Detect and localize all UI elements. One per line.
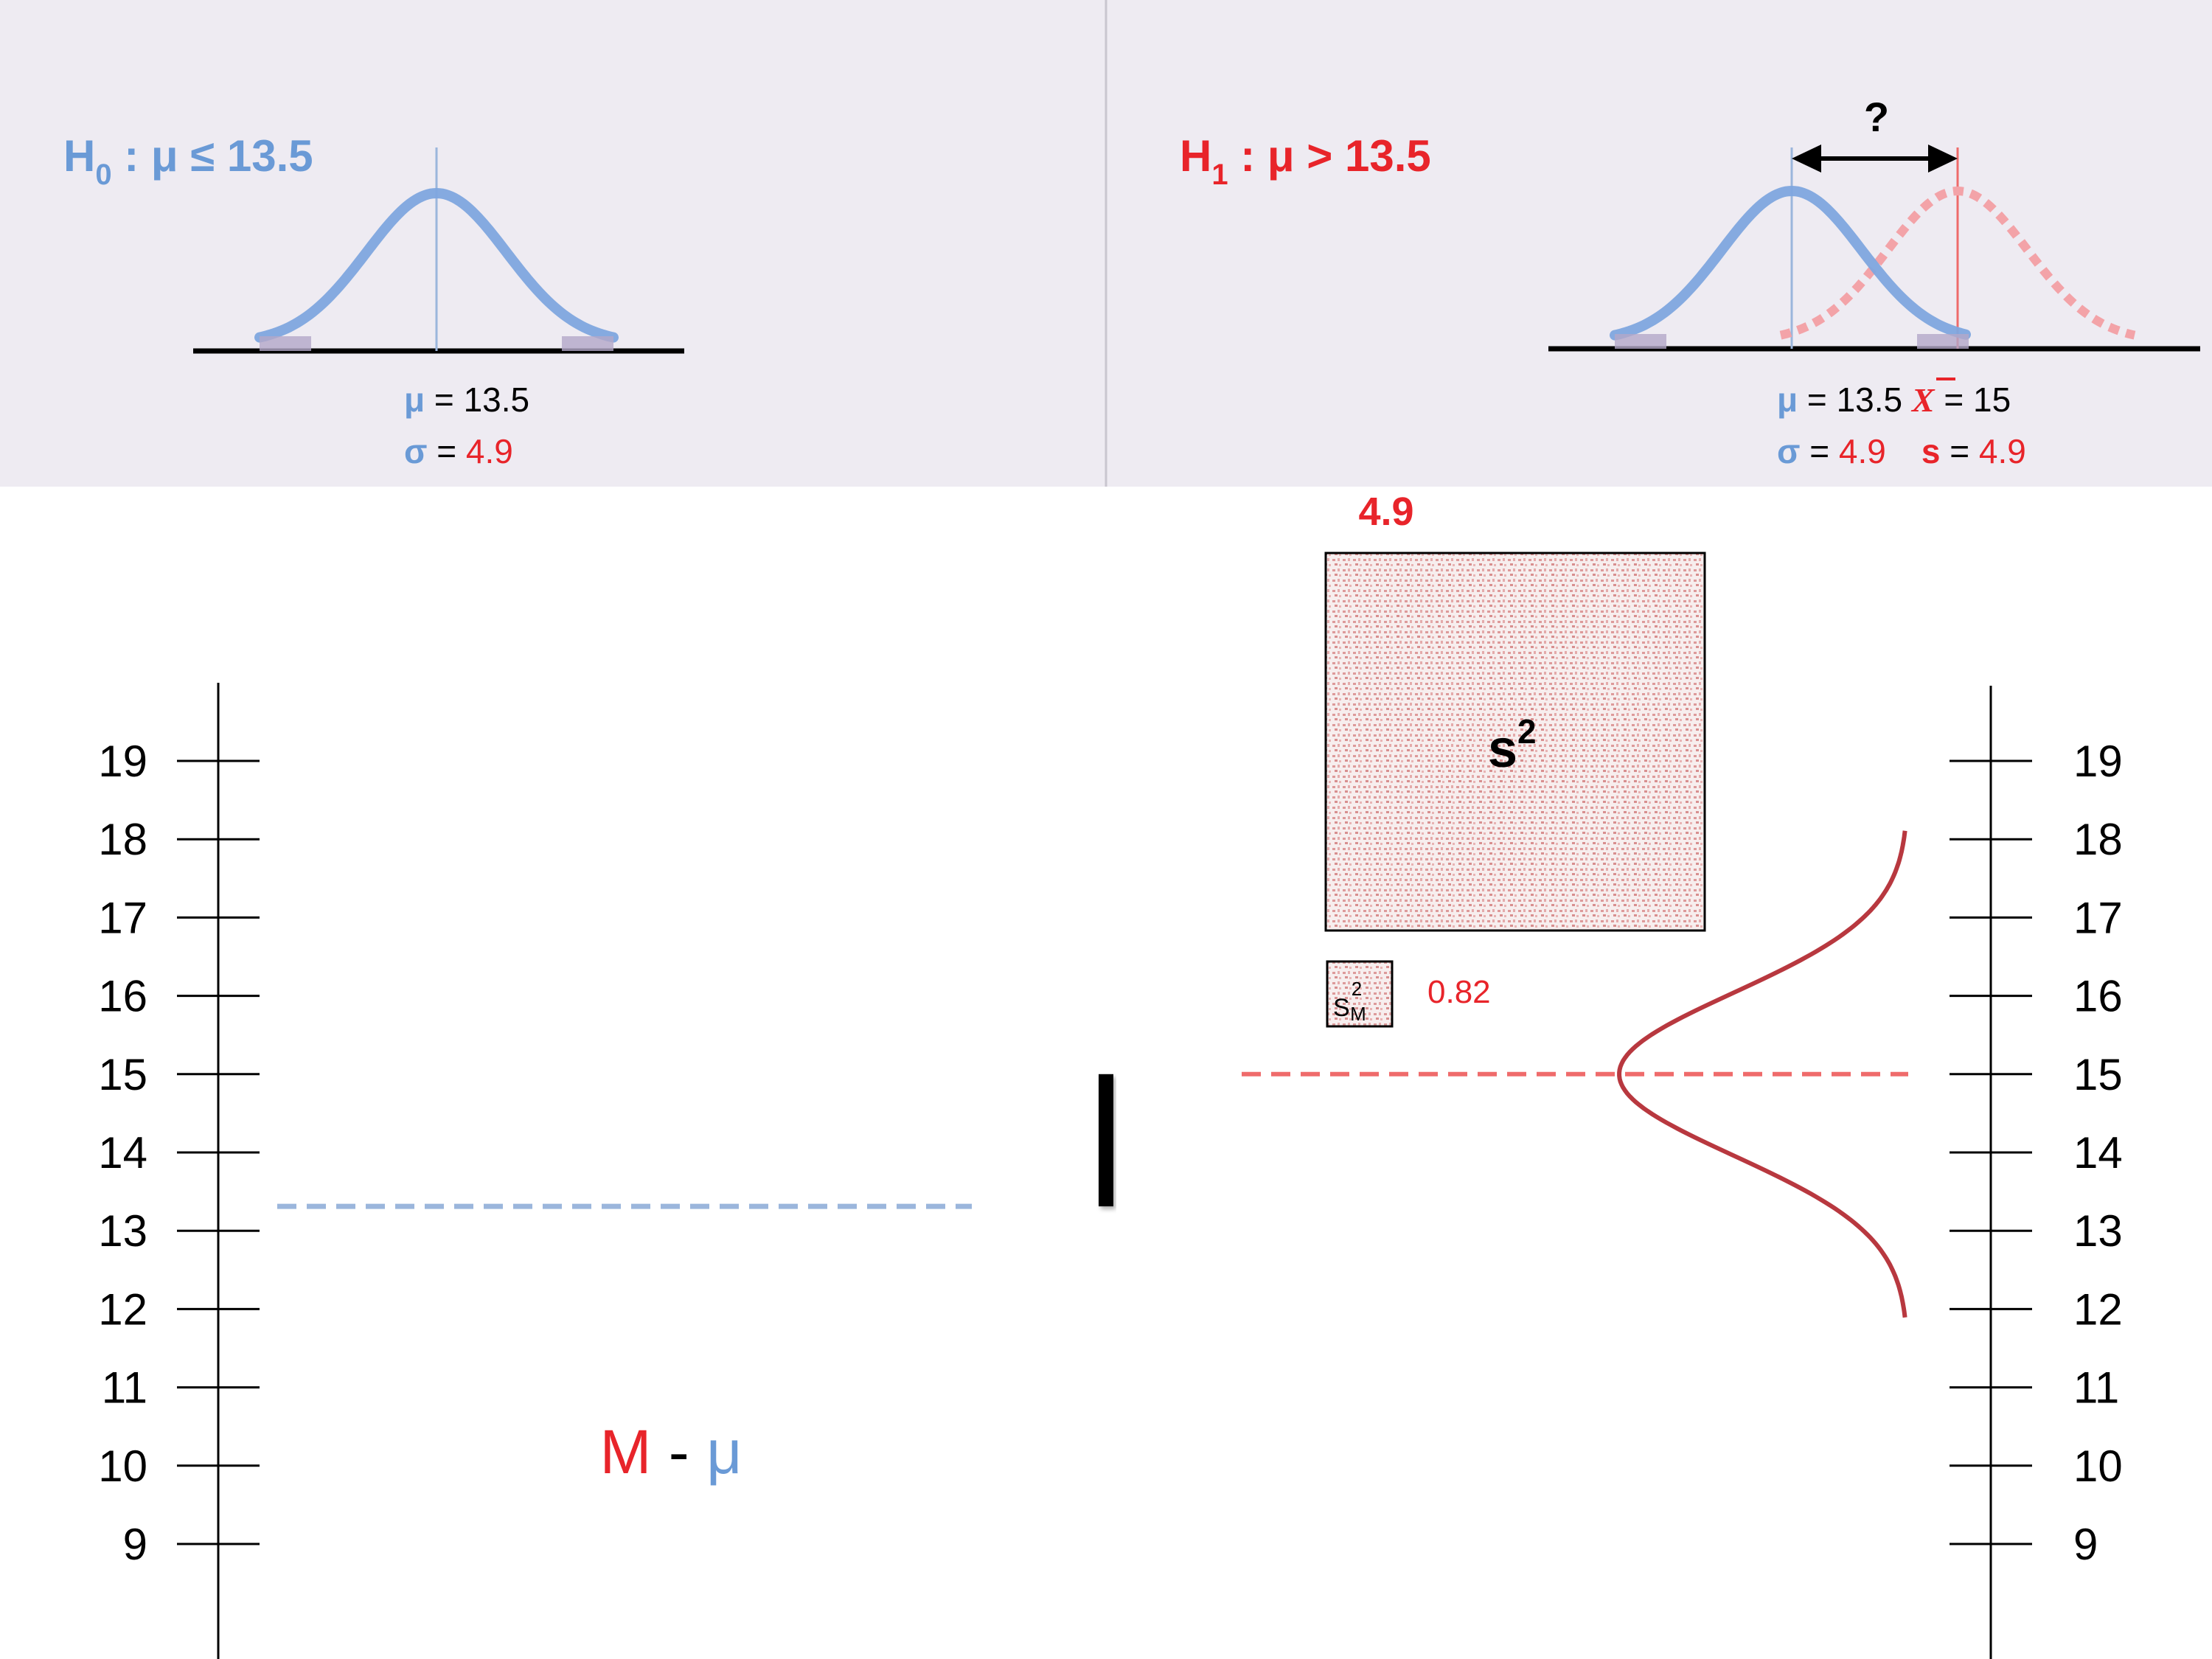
- sem-square: [1326, 960, 1394, 1028]
- variance-square-label: s2: [1488, 712, 1537, 779]
- h1-right-tail: [1917, 334, 1969, 349]
- left-axis-tick-label: 17: [98, 893, 147, 942]
- right-axis-tick-label: 16: [2073, 972, 2123, 1021]
- left-axis-tick-label: 9: [123, 1520, 147, 1569]
- h1-mu-xbar-text: μ = 13.5 X = 15: [1777, 380, 2011, 419]
- difference-label: M - μ: [599, 1417, 742, 1486]
- right-axis-tick-label: 14: [2073, 1128, 2123, 1178]
- left-axis-tick-label: 19: [98, 737, 147, 786]
- right-axis-tick-label: 18: [2073, 815, 2123, 864]
- h0-mu-text: μ = 13.5: [404, 380, 529, 419]
- h0-sigma-text: σ = 4.9: [404, 432, 513, 470]
- right-axis-tick-label: 17: [2073, 893, 2123, 942]
- left-axis-tick-label: 11: [102, 1363, 147, 1413]
- h0-hypothesis-label: H0 : μ ≤ 13.5: [63, 131, 313, 191]
- mean-difference-bar: [1099, 1074, 1113, 1207]
- h0-right-tail: [562, 336, 613, 351]
- h1-hypothesis-label: H1 : μ > 13.5: [1180, 131, 1431, 191]
- h1-alternative-curve: [1779, 186, 2136, 340]
- left-axis-tick-label: 18: [98, 815, 147, 864]
- difference-arrow-right-head: [1928, 145, 1958, 173]
- left-axis-tick-label: 16: [98, 972, 147, 1021]
- sampling-distribution-curve: [1617, 830, 1907, 1318]
- h0-left-tail: [260, 336, 311, 351]
- right-axis: 19 18 17 16 15 14 13 12 11 10 9: [1950, 686, 2123, 1659]
- h0-normal-curve: [254, 187, 619, 343]
- left-axis: 19 18 17 16 15 14 13 12 11 10 9: [98, 683, 260, 1659]
- right-axis-tick-label: 9: [2073, 1520, 2098, 1569]
- right-axis-tick-label: 10: [2073, 1441, 2123, 1491]
- sem-value: 0.82: [1427, 974, 1491, 1010]
- left-axis-tick-label: 10: [98, 1441, 147, 1491]
- difference-question-mark: ?: [1864, 94, 1889, 140]
- left-axis-tick-label: 13: [98, 1206, 147, 1256]
- right-axis-tick-label: 15: [2073, 1050, 2123, 1099]
- right-axis-tick-label: 19: [2073, 737, 2123, 786]
- variance-square: [1324, 552, 1706, 932]
- h1-left-tail: [1615, 334, 1666, 349]
- variance-top-value: 4.9: [1358, 490, 1413, 534]
- left-axis-tick-label: 12: [98, 1284, 147, 1334]
- difference-arrow-left-head: [1792, 145, 1821, 173]
- h0-panel: H0 : μ ≤ 13.5 μ = 13.5 σ = 4.9: [63, 131, 684, 470]
- h1-null-curve: [1610, 185, 1971, 341]
- left-axis-tick-label: 14: [98, 1128, 147, 1178]
- right-axis-tick-label: 11: [2073, 1363, 2119, 1413]
- right-axis-tick-label: 12: [2073, 1284, 2123, 1334]
- right-axis-tick-label: 13: [2073, 1206, 2123, 1256]
- left-axis-tick-label: 15: [98, 1050, 147, 1099]
